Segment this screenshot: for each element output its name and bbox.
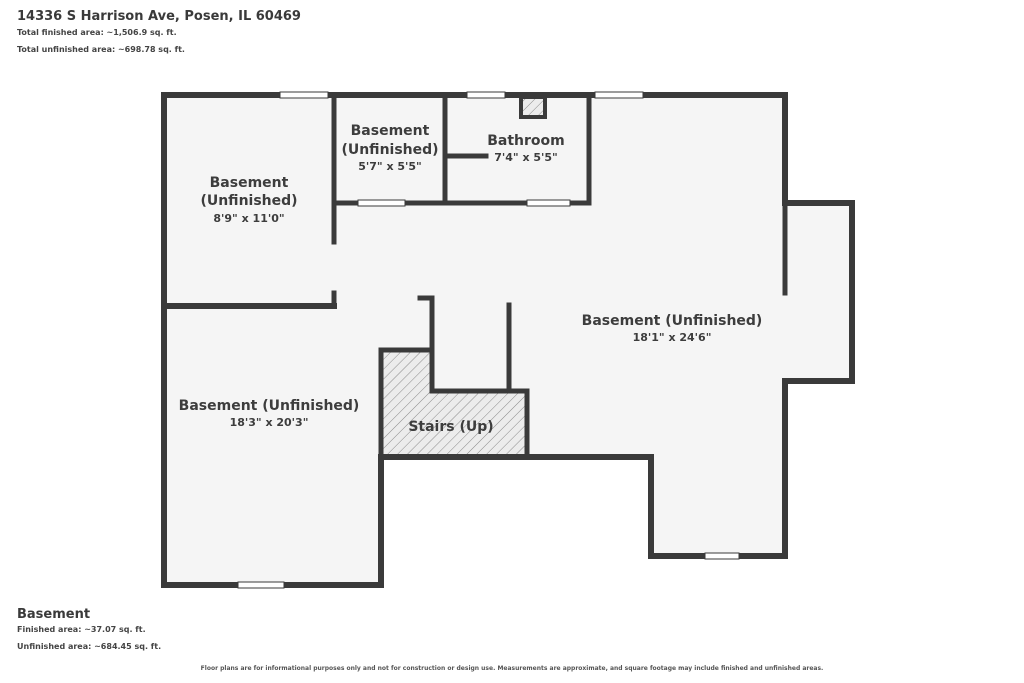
room-label-name: Basement (Unfinished) xyxy=(179,398,360,414)
stair-wall xyxy=(378,347,433,460)
level-finished-area: Finished area: ~37.07 sq. ft. xyxy=(17,625,146,634)
window xyxy=(357,199,406,207)
total-unfinished-area: Total unfinished area: ~698.78 sq. ft. xyxy=(17,45,185,54)
room-label-name: Basement (Unfinished) xyxy=(582,313,763,329)
room-label-dims: 7'4" x 5'5" xyxy=(494,151,558,164)
room-label-dims: 8'9" x 11'0" xyxy=(213,212,284,225)
windows xyxy=(237,91,740,589)
room-label-name: (Unfinished) xyxy=(200,193,297,209)
room-label-name: (Unfinished) xyxy=(341,142,438,158)
window xyxy=(466,91,506,99)
room-label-dims: 18'1" x 24'6" xyxy=(633,331,712,344)
level-title: Basement xyxy=(17,607,91,622)
room-label-name: Stairs (Up) xyxy=(408,419,493,435)
window xyxy=(279,91,329,99)
stair-wall xyxy=(417,295,530,460)
room-label-name: Basement xyxy=(210,175,289,191)
chimney xyxy=(519,95,547,119)
room-label-dims: 18'3" x 20'3" xyxy=(230,416,309,429)
level-summary: Basement Finished area: ~37.07 sq. ft. U… xyxy=(17,607,161,651)
room-label-dims: 5'7" x 5'5" xyxy=(358,160,422,173)
stairs-area xyxy=(381,350,527,457)
total-finished-area: Total finished area: ~1,506.9 sq. ft. xyxy=(17,28,177,37)
room-label-name: Basement xyxy=(351,123,430,139)
window xyxy=(526,199,571,207)
level-unfinished-area: Unfinished area: ~684.45 sq. ft. xyxy=(17,642,162,651)
room-label-name: Bathroom xyxy=(487,133,565,149)
header: 14336 S Harrison Ave, Posen, IL 60469 To… xyxy=(17,9,301,54)
window xyxy=(594,91,644,99)
window xyxy=(237,581,285,589)
disclaimer: Floor plans are for informational purpos… xyxy=(200,665,824,672)
window xyxy=(704,552,740,560)
property-address: 14336 S Harrison Ave, Posen, IL 60469 xyxy=(17,9,301,24)
